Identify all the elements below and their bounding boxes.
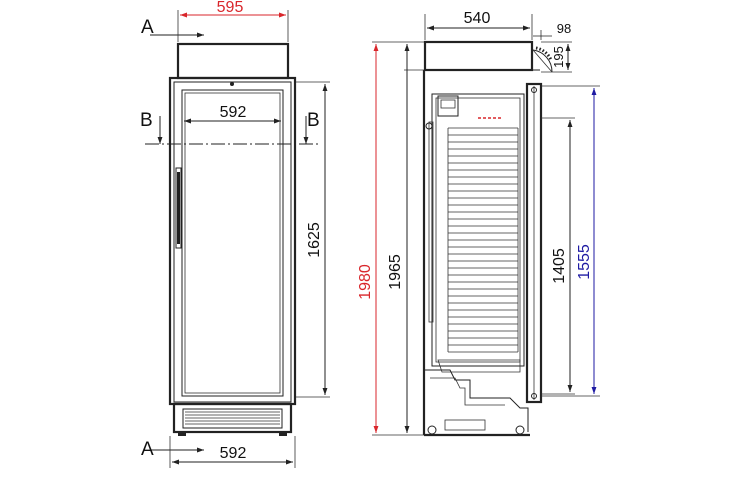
dim-width-top-label: 595 — [217, 0, 244, 16]
front-door-frame — [173, 81, 292, 403]
front-view: A A B B 595 592 592 1625 — [140, 0, 330, 468]
section-b-label-left: B — [140, 110, 153, 131]
dim-width-inner-label: 592 — [220, 104, 247, 121]
front-door-glass — [181, 89, 284, 397]
dim-cabinet-height-label: 1965 — [387, 254, 404, 290]
side-evaporator — [437, 95, 459, 117]
side-shelves — [447, 127, 519, 353]
side-door — [525, 82, 543, 404]
side-view: 540 98 195 1980 1965 1405 1555 — [357, 10, 600, 437]
side-interior — [431, 93, 525, 367]
dim-total-height-label: 1980 — [357, 264, 374, 300]
side-compressor-housing — [424, 369, 529, 432]
section-a-label-bottom: A — [141, 439, 154, 460]
door-handle — [175, 167, 182, 249]
section-b-label-right: B — [307, 110, 320, 131]
hinge-swing-icon — [532, 49, 553, 73]
dim-door-height-label: 1625 — [306, 222, 323, 258]
lock-dot — [230, 82, 234, 86]
front-bottom-grille — [172, 402, 293, 434]
dim-door-glass-height-label: 1555 — [576, 244, 593, 280]
dim-top-height-label: 195 — [551, 46, 566, 68]
section-a-label-top: A — [141, 17, 154, 38]
dim-depth-label: 540 — [464, 10, 491, 27]
dim-width-bottom-label: 592 — [220, 445, 247, 462]
side-canopy — [423, 40, 534, 72]
front-cabinet-body — [168, 76, 297, 406]
dim-top-offset-label: 98 — [557, 21, 571, 36]
front-canopy — [176, 42, 290, 80]
dim-inner-height-label: 1405 — [551, 248, 568, 284]
